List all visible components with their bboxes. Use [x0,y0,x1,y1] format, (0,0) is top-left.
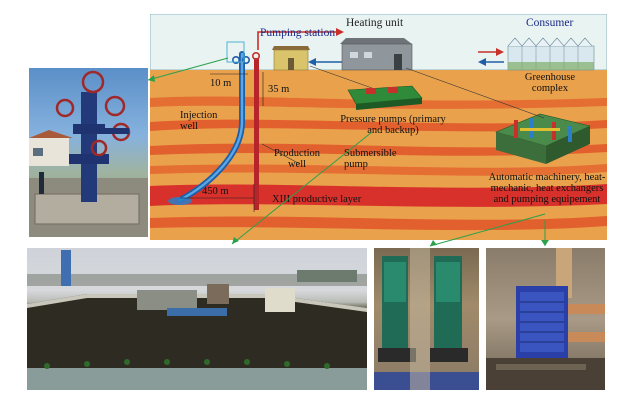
pumping-station-door [288,58,294,70]
callout-arrowhead [430,240,437,246]
heating-unit-window [364,52,372,58]
greenhouse-complex-label: Greenhouse complex [524,72,576,94]
wellhead-photo-svg [29,70,148,237]
pumping-station-label: Pumping station [260,27,336,39]
site-photo-svg [27,250,367,390]
wellhead-box [226,41,245,63]
production-well-label: Production well [273,148,321,170]
site-photo [27,248,367,390]
callout-arrowhead [541,240,549,246]
cold-flow-arrowhead [308,58,316,66]
pressure-pumps-label: Pressure pumps (primary and backup) [340,114,446,136]
heat-exchanger-photo-svg [486,248,605,390]
wellhead-red [252,51,261,60]
submersible-pump-label: Submersible pump [344,148,397,170]
pumps-photo-svg [374,248,479,390]
heating-unit-roof [340,38,412,44]
injection-well-pipe-highlight [178,52,244,202]
depth-10m-label: 10 m [210,78,232,89]
pressure-pumps-icon [347,85,423,110]
automatic-machinery-label: Automatic machinery, heat-mechanic, heat… [488,172,606,205]
heat-exchanger-photo [486,248,605,390]
consumer-hot-arrowhead [496,48,504,56]
hot-flow-arrowhead [336,28,344,36]
wellhead-photo [29,68,148,237]
wellhead-blue [232,55,241,64]
heating-unit-label: Heating unit [346,17,404,29]
connector-line [309,65,373,89]
pumping-station-roof [272,46,310,50]
depth-35m-label: 35 m [268,84,290,95]
production-well-pipe [254,58,259,210]
consumer-label: Consumer [526,17,574,29]
heat-exchanger-machinery-icon [495,113,591,164]
injection-blue-spot [168,197,192,205]
heating-unit-window [350,52,358,58]
connector-line [405,67,545,119]
pumps-photo [374,248,479,390]
hot-flow-arrow [257,31,336,50]
greenhouse-icon [507,37,595,71]
schematic-panel: Pumping station Heating unit Consumer Gr… [150,14,607,240]
productive-layer-label: XIII productive layer [272,194,362,205]
wellhead-blue-2 [242,55,251,64]
distance-450m-label: 450 m [202,186,229,197]
stratum-band [150,119,607,132]
injection-well-label: Injection well [180,110,218,132]
heating-unit-door [394,54,402,70]
consumer-cold-arrowhead [478,58,486,66]
